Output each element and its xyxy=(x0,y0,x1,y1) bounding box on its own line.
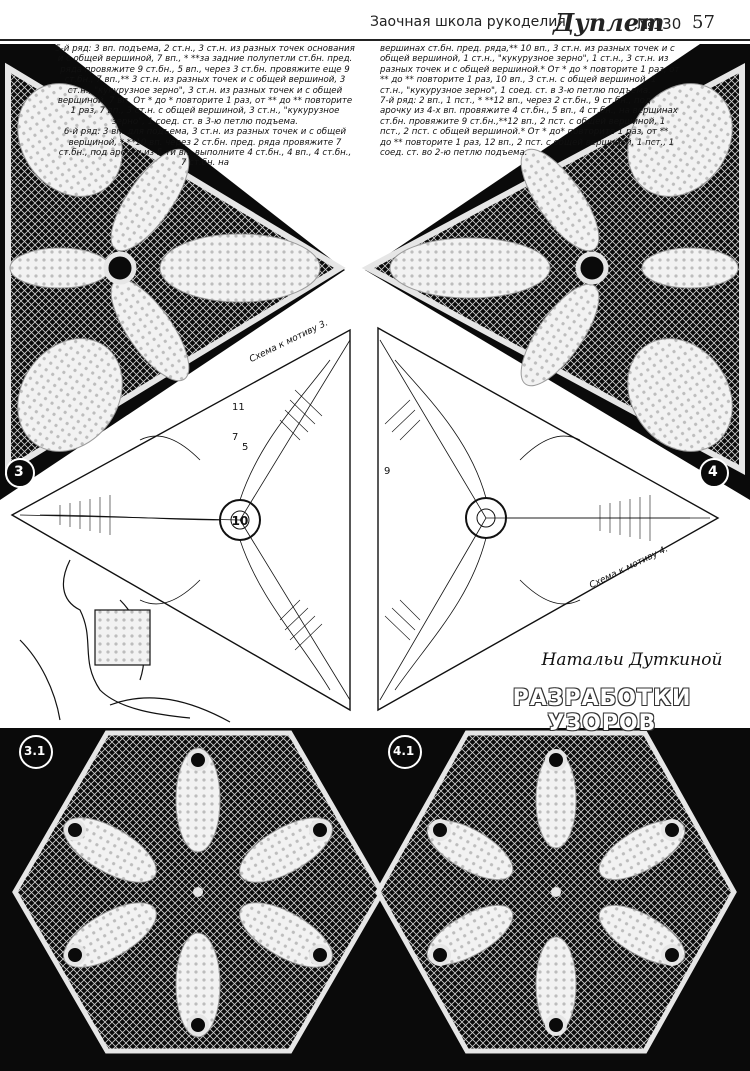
magazine-brand: Дуплет xyxy=(553,8,665,37)
badge-3-shape xyxy=(5,458,35,488)
scheme-4-diagram xyxy=(377,326,720,712)
author-section-title: РАЗРАБОТКИ УЗОРОВ xyxy=(512,686,692,736)
badge-3-1: 3.1 xyxy=(24,744,46,758)
badge-4-shape xyxy=(699,458,729,488)
hexagon-motif-3-1 xyxy=(12,730,385,1054)
instructions-right: вершинах ст.бн. пред. ряда,** 10 вп., 3 … xyxy=(380,44,680,159)
scheme-3-diagram xyxy=(10,328,351,712)
page-number: 57 xyxy=(692,12,715,33)
magazine-section-title: Заочная школа рукоделия xyxy=(370,14,566,30)
fashion-illustration xyxy=(19,559,231,723)
issue-number: №130 xyxy=(637,15,682,33)
instructions-left: 5-й ряд: 3 вп. подъема, 2 ст.н., 3 ст.н.… xyxy=(55,44,355,169)
motif-4-photo xyxy=(361,62,745,476)
scheme-row-number-7: 7 xyxy=(232,432,238,443)
scheme-row-number-9: 9 xyxy=(384,466,390,477)
scheme-row-number-11: 11 xyxy=(232,402,245,413)
scheme-center-number: 10 xyxy=(232,514,249,528)
scheme-row-number-5: 5 xyxy=(242,442,248,453)
hexagon-motif-4-1 xyxy=(375,730,737,1054)
badge-4-1-shape xyxy=(388,735,422,769)
badge-3-1-shape xyxy=(19,735,53,769)
badge-4: 4 xyxy=(708,464,718,480)
badge-3: 3 xyxy=(14,464,24,480)
author-name: Натальи Дуткиной xyxy=(541,650,723,670)
motif-3-photo xyxy=(5,62,346,476)
header-rule xyxy=(0,39,750,41)
badge-4-1: 4.1 xyxy=(393,744,415,758)
page-header: Заочная школа рукоделия Дуплет №130 57 xyxy=(0,0,750,44)
